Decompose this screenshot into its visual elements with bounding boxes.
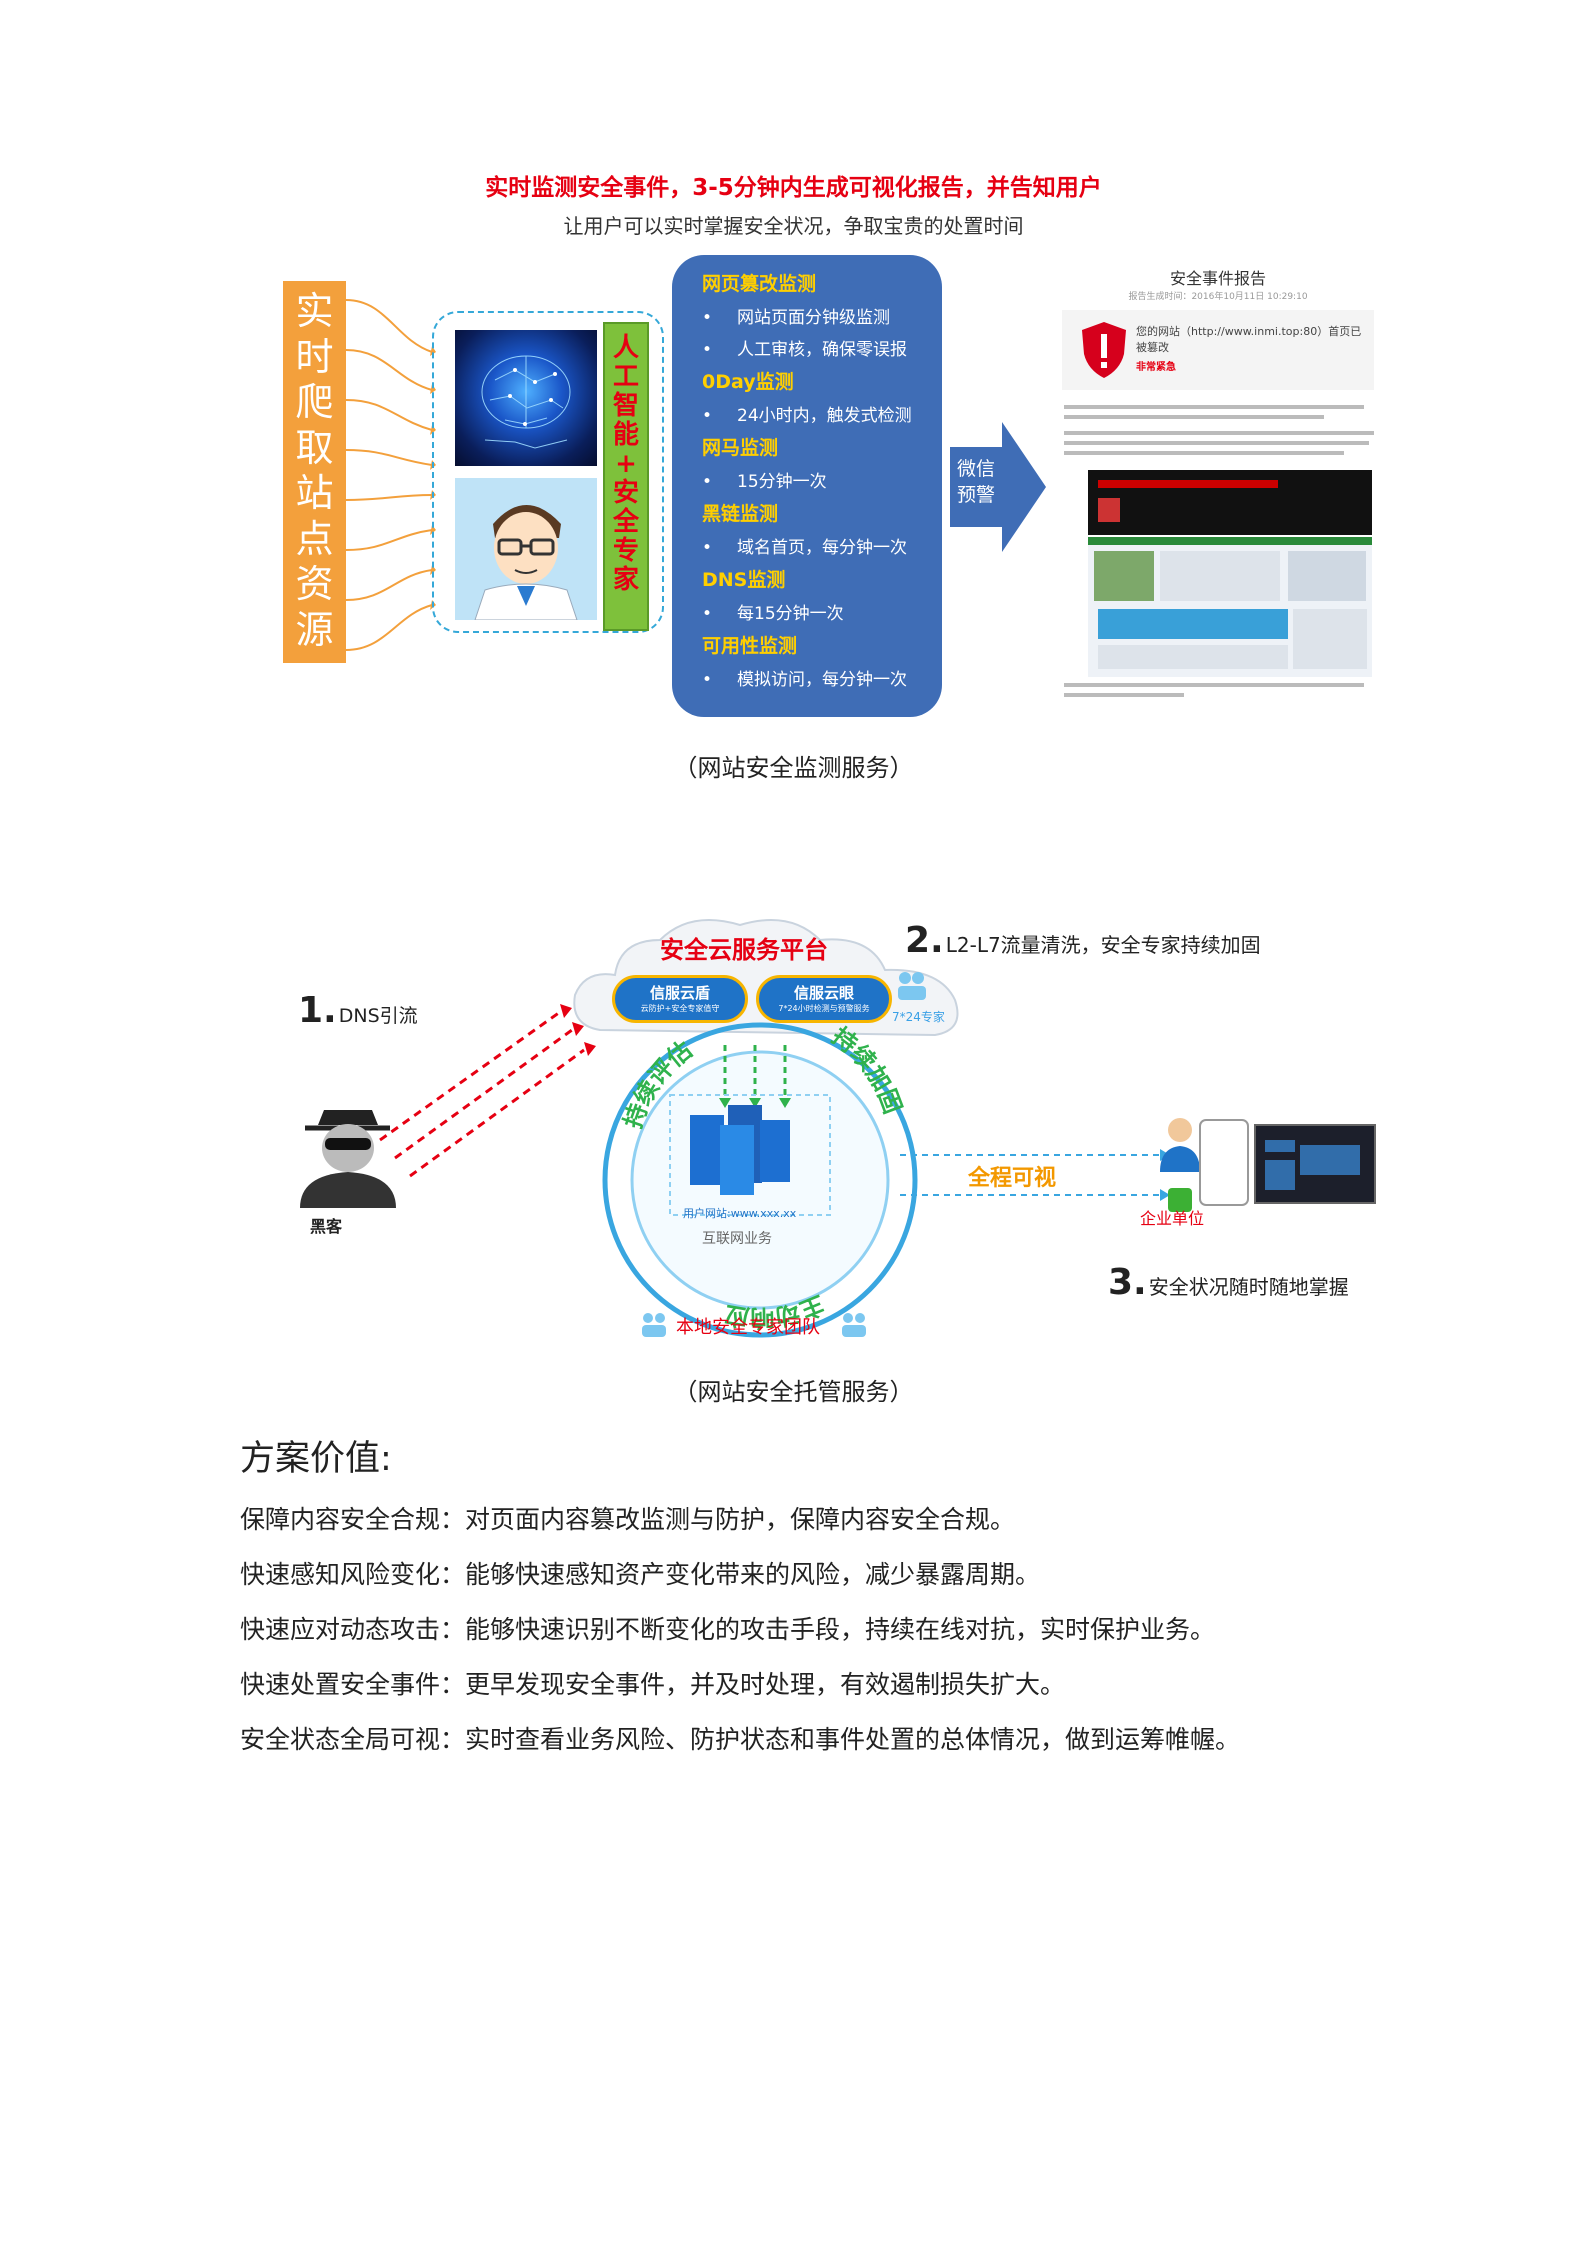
local-team-label: 本地安全专家团队	[676, 1317, 820, 1338]
step2-label: 2.L2-L7流量清洗，安全专家持续加固	[905, 920, 1261, 961]
ai-expert-frame	[432, 311, 664, 633]
report-text-line	[1064, 693, 1184, 697]
hacker-label: 黑客	[310, 1217, 343, 1236]
report-title: 安全事件报告	[1169, 269, 1266, 288]
report-warning-box: 您的网站（http://www.inmi.top:80）首页已被篡改 非常紧急	[1062, 310, 1374, 390]
server-icon	[690, 1105, 790, 1195]
wechat-arrow-icon	[950, 422, 1046, 552]
value-line: 快速应对动态攻击：能够快速识别不断变化的攻击手段，持续在线对抗，实时保护业务。	[240, 1615, 1216, 1644]
vertical-char: 全	[612, 507, 639, 537]
full-visibility-label: 全程可视	[968, 1166, 1057, 1191]
value-line: 快速感知风险变化：能够快速感知资产变化带来的风险，减少暴露周期。	[240, 1560, 1041, 1589]
report-text-line	[1064, 431, 1374, 435]
protection-ring-outer	[602, 1022, 918, 1338]
cloud-platform-title: 安全云服务平台	[660, 936, 828, 964]
ai-brain-image	[455, 330, 597, 466]
monitor-heading: DNS监测	[702, 569, 786, 591]
crawl-label: 实时爬取站点资源	[283, 281, 346, 653]
internet-business-label: 互联网业务	[702, 1231, 772, 1247]
monitor-item: •域名首页，每分钟一次	[702, 538, 907, 558]
vertical-char: 智	[612, 391, 639, 421]
ai-label: 人工智能+安全专家	[605, 324, 647, 595]
vertical-char: 资	[295, 562, 334, 606]
monitor-item: •模拟访问，每分钟一次	[702, 670, 907, 690]
report-text-line	[1064, 415, 1324, 419]
monitor-heading: 网马监测	[702, 437, 779, 459]
vertical-char: 站	[295, 471, 334, 515]
vertical-char: 爬	[295, 380, 334, 424]
crawl-label-box: 实时爬取站点资源	[283, 281, 346, 663]
report-text-line	[1064, 683, 1364, 687]
monitor-panel: 网页篡改监测 •网站页面分钟级监测 •人工审核，确保零误报 0Day监测 •24…	[672, 255, 942, 717]
value-line: 快速处置安全事件：更早发现安全事件，并及时处理，有效遏制损失扩大。	[240, 1670, 1066, 1699]
expert-avatar-icon	[474, 505, 578, 620]
ai-label-box: 人工智能+安全专家	[603, 322, 649, 631]
hacker-icon	[300, 1110, 396, 1208]
monitor-item: •15分钟一次	[702, 472, 827, 492]
step3-label: 3.安全状况随时随地掌握	[1108, 1262, 1349, 1303]
value-line: 安全状态全局可视：实时查看业务风险、防护状态和事件处置的总体情况，做到运筹帷幄。	[240, 1725, 1241, 1754]
hosting-diagram: 持续评估 持续加固 主动响应	[300, 919, 1376, 1338]
monitor-heading: 可用性监测	[702, 635, 798, 657]
vertical-char: 安	[612, 478, 639, 508]
vertical-char: 时	[295, 334, 334, 379]
value-line: 保障内容安全合规：对页面内容篡改监测与防护，保障内容安全合规。	[240, 1505, 1016, 1534]
vertical-char: 家	[612, 565, 639, 595]
value-heading: 方案价值:	[240, 1439, 392, 1479]
expert-tag: 7*24专家	[892, 1010, 945, 1024]
report-site-screenshot	[1088, 537, 1372, 677]
vertical-char: 实	[295, 289, 334, 333]
figure2-caption: （网站安全托管服务）	[673, 1378, 914, 1406]
report-time: 报告生成时间：2016年10月11日 10:29:10	[1128, 292, 1308, 302]
brain-circuit-icon	[481, 355, 571, 449]
vertical-char: 人	[612, 333, 639, 363]
hacker-attack-arrows	[379, 1010, 585, 1178]
monitor-item: •网站页面分钟级监测	[702, 308, 890, 328]
report-urgency: 非常紧急	[1136, 362, 1176, 373]
vertical-char: 能	[612, 420, 639, 450]
report-text-line	[1064, 405, 1364, 409]
wechat-alert-label: 微信预警	[956, 458, 995, 506]
enterprise-user-icon	[1160, 1118, 1200, 1172]
enterprise-label: 企业单位	[1140, 1209, 1205, 1228]
phone-icon	[1199, 1119, 1249, 1206]
step1-label: 1.DNS引流	[298, 990, 418, 1031]
report-warning-text: 您的网站（http://www.inmi.top:80）首页已被篡改	[1136, 325, 1362, 354]
vertical-char: 工	[612, 362, 639, 392]
figure1-title: 实时监测安全事件，3-5分钟内生成可视化报告，并告知用户	[485, 175, 1102, 201]
vertical-char: 点	[295, 516, 334, 561]
figure1-caption: （网站安全监测服务）	[673, 754, 914, 782]
user-site-label: 用户网站:www.xxx.xx	[683, 1207, 797, 1220]
report-tamper-screenshot	[1088, 470, 1372, 535]
vertical-char: 专	[612, 536, 639, 566]
vertical-char: +	[615, 449, 637, 479]
report-text-line	[1064, 451, 1344, 455]
monitor-item: •每15分钟一次	[702, 604, 844, 624]
security-report: 安全事件报告 报告生成时间：2016年10月11日 10:29:10 您的网站（…	[1048, 255, 1388, 703]
cloud-shield-badge: 信服云盾云防护+安全专家值守	[612, 975, 748, 1023]
monitor-heading: 黑链监测	[702, 503, 779, 525]
figure1-subtitle: 让用户可以实时掌握安全状况，争取宝贵的处置时间	[563, 214, 1024, 238]
vertical-char: 取	[295, 425, 334, 470]
report-text-line	[1064, 441, 1369, 445]
cleaning-arrows	[723, 1045, 787, 1100]
monitor-item: •人工审核，确保零误报	[702, 340, 907, 360]
crawl-arrows	[346, 299, 436, 651]
security-expert-image	[455, 478, 597, 620]
monitor-heading: 0Day监测	[702, 371, 794, 393]
wechat-icon	[1168, 1188, 1192, 1212]
team-icons	[642, 972, 926, 1337]
monitor-item: •24小时内，触发式检测	[702, 406, 912, 426]
warning-shield-icon	[1082, 322, 1126, 378]
vertical-char: 源	[295, 607, 334, 652]
monitor-heading: 网页篡改监测	[702, 273, 817, 295]
